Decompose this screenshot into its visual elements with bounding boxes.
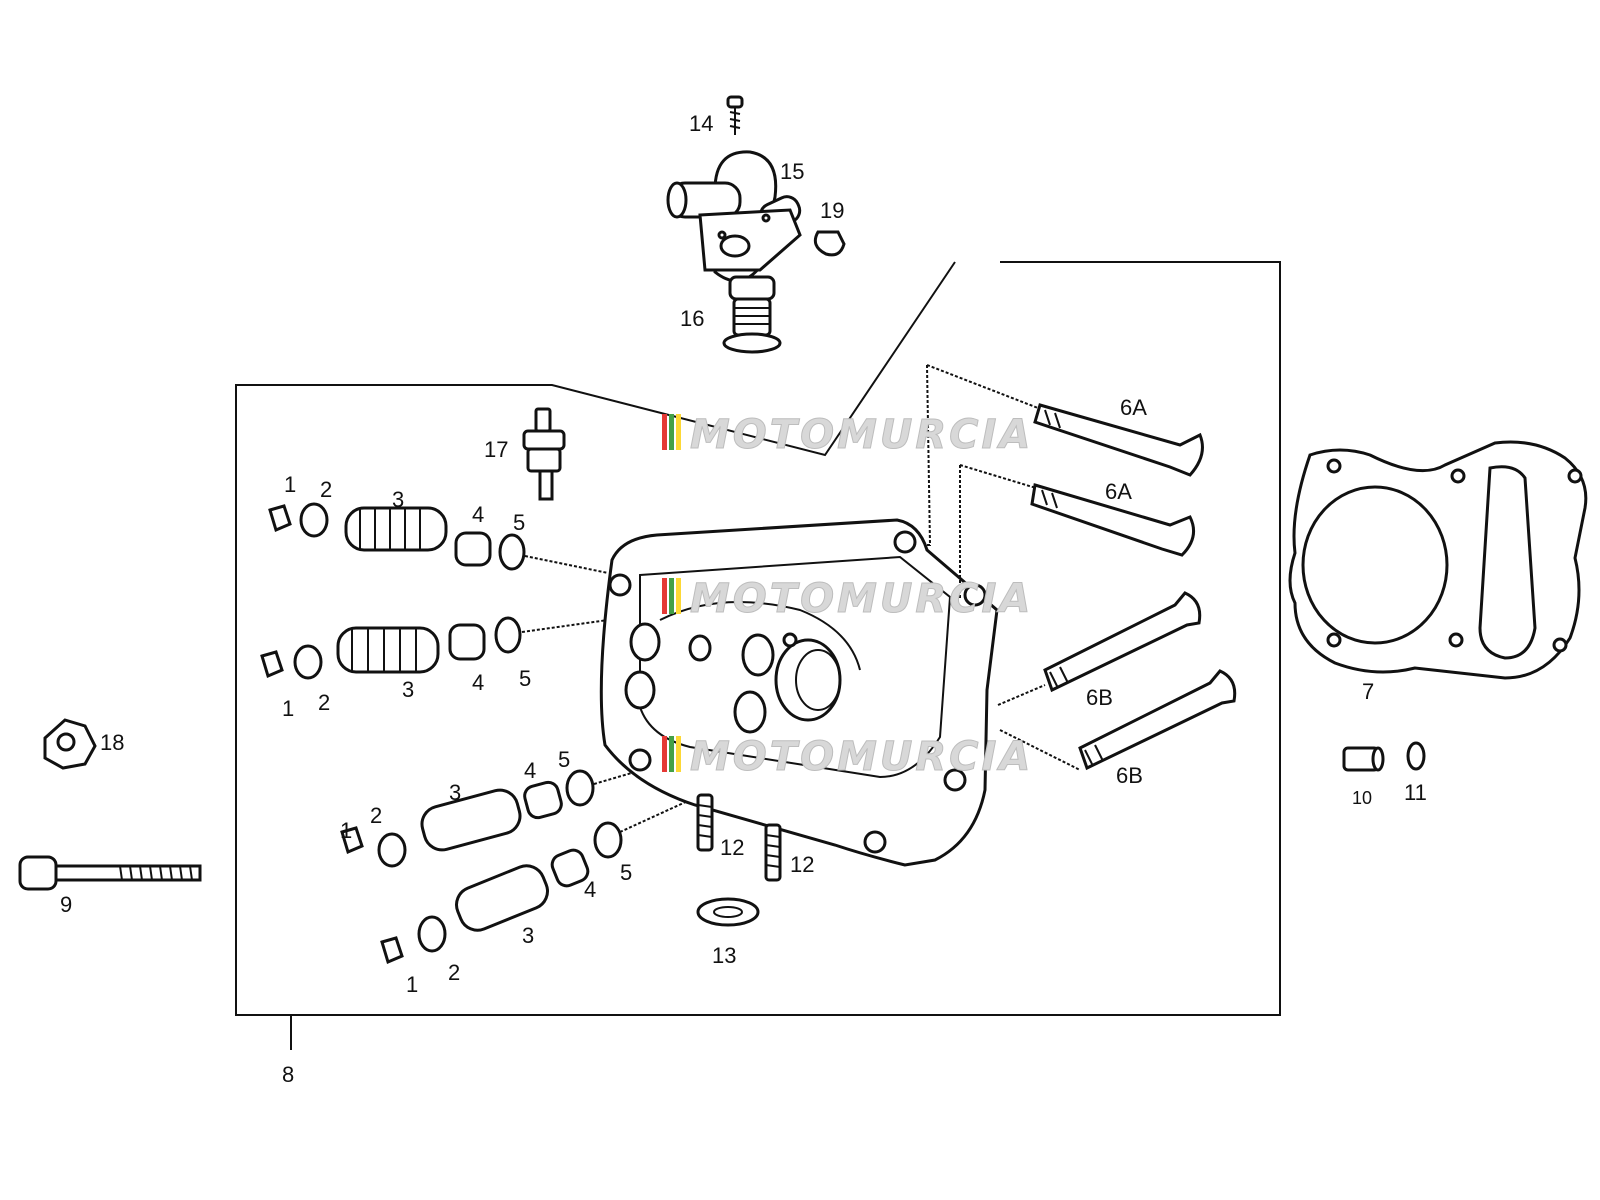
callout-2: 2	[448, 960, 460, 985]
callout-6b: 6B	[1086, 685, 1113, 710]
callout-9: 9	[60, 892, 72, 917]
valve-train-row-2	[260, 616, 609, 680]
callout-5: 5	[558, 747, 570, 772]
callout-13: 13	[712, 943, 736, 968]
watermark-text: MOTOMURCIA	[690, 576, 1033, 622]
callout-6b: 6B	[1116, 763, 1143, 788]
callout-12: 12	[720, 835, 744, 860]
callout-3: 3	[449, 780, 461, 805]
watermark-group: MOTOMURCIA MOTOMURCIA MOTOMURCIA	[662, 412, 1033, 781]
callout-4: 4	[524, 758, 536, 783]
callout-labels: 14 15 19 16 17 1 2 3 4 5 1 2 3 4 5 1 2 3…	[60, 111, 1427, 1087]
callout-5: 5	[620, 860, 632, 885]
clip-19	[813, 230, 846, 257]
thermostat-housing-15	[666, 150, 802, 283]
o-ring-11	[1406, 741, 1426, 771]
callout-14: 14	[689, 111, 713, 136]
callout-12: 12	[790, 852, 814, 877]
callout-10: 10	[1352, 788, 1372, 808]
callout-4: 4	[472, 670, 484, 695]
callout-2: 2	[320, 477, 332, 502]
watermark-3: MOTOMURCIA	[662, 734, 1033, 781]
callout-8: 8	[282, 1062, 294, 1087]
callout-1: 1	[340, 818, 352, 843]
watermark-text: MOTOMURCIA	[690, 412, 1033, 458]
assembly-frame	[235, 261, 1281, 1050]
valve-train-row-3	[340, 759, 677, 868]
head-gasket-7	[1288, 440, 1588, 680]
callout-2: 2	[370, 803, 382, 828]
valve-train-row-4	[380, 799, 691, 965]
callout-16: 16	[680, 306, 704, 331]
callout-1: 1	[406, 972, 418, 997]
callout-1: 1	[284, 472, 296, 497]
callout-19: 19	[820, 198, 844, 223]
callout-11: 11	[1404, 780, 1427, 805]
callout-6a: 6A	[1105, 479, 1132, 504]
dowel-pin-10	[1342, 746, 1385, 772]
callout-4: 4	[472, 502, 484, 527]
callout-18: 18	[100, 730, 124, 755]
callout-15: 15	[780, 159, 804, 184]
callout-3: 3	[392, 487, 404, 512]
valves-6a	[926, 364, 1204, 600]
watermark-2: MOTOMURCIA	[662, 576, 1033, 623]
valve-train-row-1	[268, 502, 609, 574]
thermostat-16	[722, 275, 782, 354]
valves-6b	[997, 591, 1237, 771]
studs-12	[696, 793, 782, 882]
bolt-9	[18, 855, 202, 891]
callout-3: 3	[402, 677, 414, 702]
callout-1: 1	[282, 696, 294, 721]
watermark-text: MOTOMURCIA	[690, 734, 1033, 780]
temperature-sensor-17	[522, 407, 566, 501]
callout-3: 3	[522, 923, 534, 948]
washer-13	[696, 897, 760, 927]
callout-5: 5	[513, 510, 525, 535]
callout-5: 5	[519, 666, 531, 691]
callout-7: 7	[1362, 679, 1374, 704]
watermark-1: MOTOMURCIA	[662, 412, 1033, 459]
nut-18	[43, 718, 97, 770]
callout-6a: 6A	[1120, 395, 1147, 420]
cylinder-head	[599, 518, 999, 867]
callout-2: 2	[318, 690, 330, 715]
screw-14	[726, 95, 744, 135]
callout-4: 4	[584, 877, 596, 902]
callout-17: 17	[484, 437, 508, 462]
